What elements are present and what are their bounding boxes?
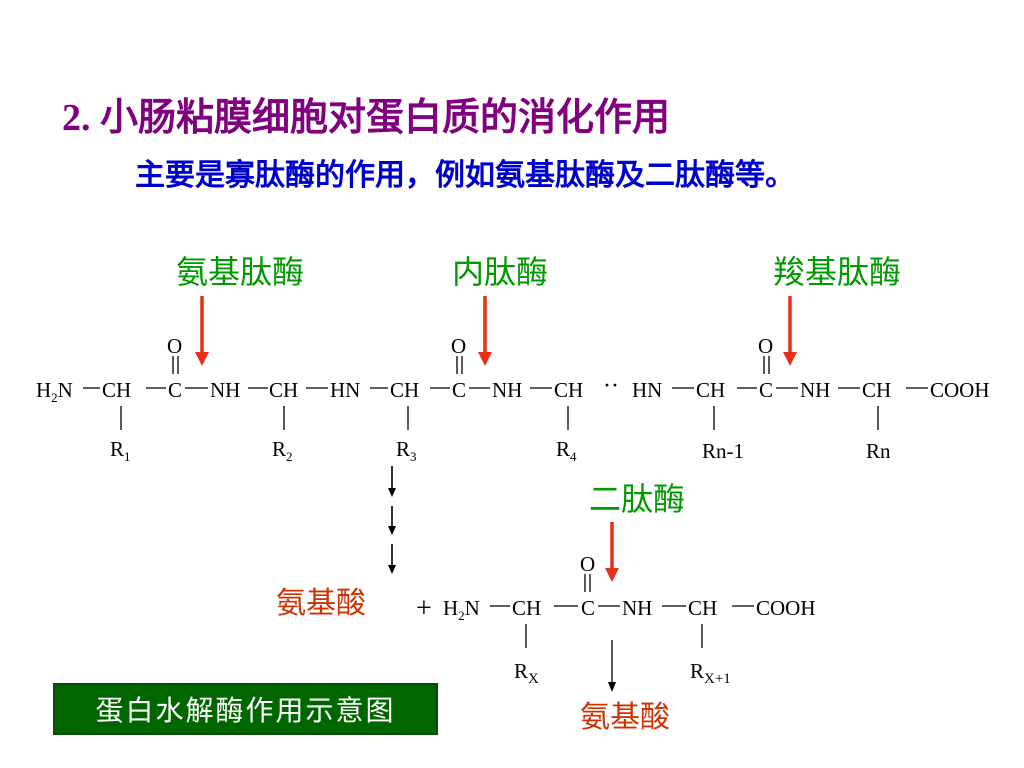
- label-endopeptidase: 内肽酶: [452, 254, 548, 290]
- carbonyl-carbon: C: [581, 596, 595, 620]
- caption-box: 蛋白水解酶作用示意图: [53, 683, 438, 735]
- alpha-carbon: CH: [696, 378, 725, 402]
- amide-nitrogen: HN: [632, 378, 662, 402]
- label-carboxypeptidase: 羧基肽酶: [773, 254, 901, 290]
- slide-title: 2. 小肠粘膜细胞对蛋白质的消化作用: [62, 97, 671, 139]
- plus-sign: +: [416, 593, 432, 624]
- release-arrow-head: [608, 682, 616, 692]
- alpha-carbon: CH: [688, 596, 717, 620]
- carbonyl-carbon: C: [452, 378, 466, 402]
- amide-nitrogen: NH: [622, 596, 652, 620]
- product-amino-acid: 氨基酸: [580, 701, 670, 734]
- alpha-carbon: CH: [512, 596, 541, 620]
- alpha-carbon: CH: [102, 378, 131, 402]
- cleavage-arrow-carboxypeptidase: [783, 296, 797, 366]
- side-chain-rx: RX: [514, 659, 539, 687]
- carbonyl-carbon: C: [759, 378, 773, 402]
- side-chain-r3: R3: [396, 437, 417, 464]
- side-chain-rn: Rn: [866, 439, 891, 463]
- polypeptide-chain: H2N: [36, 334, 990, 464]
- side-chain-rx-plus-1: RX+1: [690, 659, 731, 687]
- alpha-carbon: CH: [269, 378, 298, 402]
- side-chain-rn-minus-1: Rn-1: [702, 439, 744, 463]
- release-arrows: [388, 466, 396, 574]
- cleavage-arrow-endopeptidase: [478, 296, 492, 366]
- product-amino-acid: 氨基酸: [276, 587, 366, 620]
- carboxyl-terminus: COOH: [930, 378, 990, 402]
- side-chain-r4: R4: [556, 437, 577, 464]
- amide-nitrogen: NH: [800, 378, 830, 402]
- carbonyl-oxygen: O: [758, 334, 773, 358]
- carboxyl-terminus: COOH: [756, 596, 816, 620]
- amide-nitrogen: HN: [330, 378, 360, 402]
- cleavage-arrow-dipeptidase: [605, 522, 619, 582]
- slide-subtitle: 主要是寡肽酶的作用，例如氨基肽酶及二肽酶等。: [135, 159, 795, 192]
- cleavage-arrow-aminopeptidase: [195, 296, 209, 366]
- label-dipeptidase: 二肽酶: [589, 481, 685, 517]
- side-chain-r1: R1: [110, 437, 131, 464]
- alpha-carbon: CH: [390, 378, 419, 402]
- carbonyl-oxygen: O: [451, 334, 466, 358]
- carbonyl-oxygen: O: [167, 334, 182, 358]
- side-chain-r2: R2: [272, 437, 293, 464]
- amino-terminus: H2N: [36, 378, 73, 405]
- carbonyl-oxygen: O: [580, 552, 595, 576]
- alpha-carbon: CH: [862, 378, 891, 402]
- dipeptide: H2N CH O C NH CH COOH RX RX+1: [443, 552, 816, 692]
- caption-text: 蛋白水解酶作用示意图: [95, 696, 396, 727]
- label-aminopeptidase: 氨基肽酶: [176, 254, 304, 290]
- amide-nitrogen: NH: [210, 378, 240, 402]
- chain-ellipsis: ··: [603, 373, 619, 399]
- alpha-carbon: CH: [554, 378, 583, 402]
- amide-nitrogen: NH: [492, 378, 522, 402]
- amino-terminus: H2N: [443, 596, 480, 623]
- carbonyl-carbon: C: [168, 378, 182, 402]
